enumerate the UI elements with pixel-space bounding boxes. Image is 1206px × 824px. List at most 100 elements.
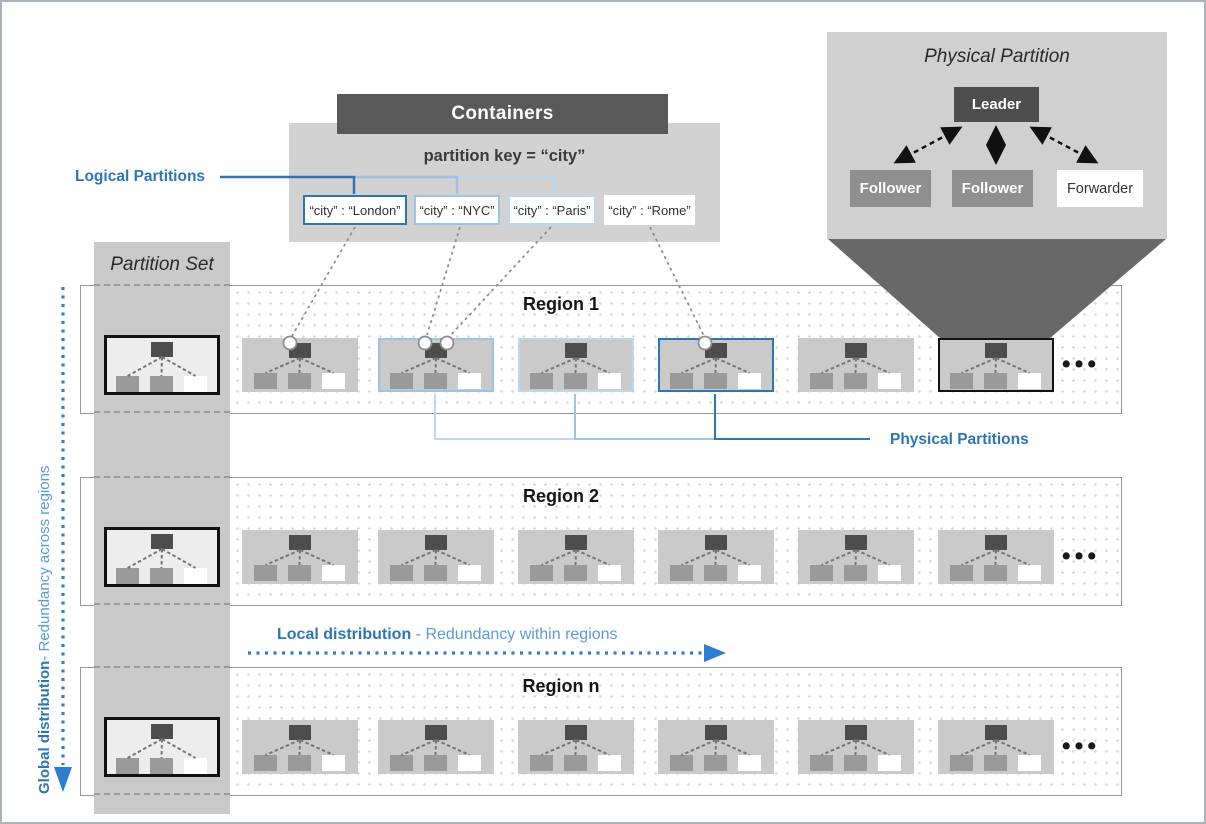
forwarder-node: Forwarder [1057,170,1143,207]
logical-partition-box: “city” : “NYC” [414,195,500,225]
forwarder-mini-node [598,755,621,771]
physical-partition-replica [242,530,358,584]
follower-mini-node [950,373,973,389]
partition-set-title: Partition Set [110,254,214,275]
follower-mini-node [670,755,693,771]
follower-node-1: Follower [850,170,931,207]
mini-replication-links [541,549,610,566]
mini-replication-links [681,739,750,756]
forwarder-mini-node [184,568,207,584]
physical-partition-replica [658,720,774,774]
follower-mini-node [254,755,277,771]
forwarder-mini-node [458,565,481,581]
logical-partitions-label: Logical Partitions [75,168,206,185]
local-distribution-arrow [248,644,726,662]
mini-replication-links [821,357,890,374]
physical-partition-replica [518,720,634,774]
follower-mini-node [254,565,277,581]
local-distribution-rest: - Redundancy within regions [411,626,618,643]
forwarder-mini-node [458,373,481,389]
forwarder-mini-node [598,565,621,581]
leader-mini-node [565,725,587,740]
leader-mini-node [289,725,311,740]
follower-mini-node [984,373,1007,389]
column-dashed-border [94,476,230,480]
forwarder-mini-node [878,373,901,389]
partition-key-label: partition key = “city” [423,147,586,165]
leader-node: Leader [954,87,1039,122]
mini-replication-links [541,739,610,756]
global-distribution-bold: Global distribution [35,660,53,794]
follower-mini-node [116,568,139,584]
mini-replication-links [265,739,334,756]
physical-partition-replica [938,720,1054,774]
region-ellipsis: ••• [1061,732,1101,760]
follower-mini-node [150,758,173,774]
follower-mini-node [150,376,173,392]
physical-partition-replica [518,530,634,584]
mini-replication-links [127,738,196,759]
leader-mini-node [985,725,1007,740]
forwarder-mini-node [878,565,901,581]
mini-replication-links [401,357,470,374]
region-title: Region n [522,676,600,696]
mini-replication-links [401,739,470,756]
mini-replication-links [821,739,890,756]
follower-mini-node [704,755,727,771]
forwarder-mini-node [738,755,761,771]
follower-mini-node [116,758,139,774]
forwarder-mini-node [598,373,621,389]
follower-mini-node [670,373,693,389]
leader-mini-node [705,725,727,740]
forwarder-mini-node [184,758,207,774]
forwarder-mini-node [322,565,345,581]
follower-mini-node [424,755,447,771]
leader-mini-node [985,343,1007,358]
mini-replication-links [961,549,1030,566]
follower-mini-node [288,565,311,581]
global-distribution-label: Global distribution - Redundancy across … [32,289,56,794]
logical-partition-box: “city” : “Paris” [508,195,596,225]
physical-partition-replica [242,338,358,392]
leader-mini-node [705,535,727,550]
follower-mini-node [564,755,587,771]
follower-mini-node [390,373,413,389]
region-title: Region 2 [522,486,599,506]
physical-partition-replica [242,720,358,774]
follower-mini-node [810,373,833,389]
column-dashed-border [94,666,230,670]
forwarder-mini-node [1018,565,1041,581]
forwarder-mini-node [322,373,345,389]
leader-mini-node [289,535,311,550]
physical-partition-replica [658,338,774,392]
mini-replication-links [681,357,750,374]
follower-mini-node [984,565,1007,581]
leader-mini-node [151,724,173,739]
forwarder-mini-node [738,373,761,389]
forwarder-mini-node [322,755,345,771]
follower-mini-node [844,565,867,581]
forwarder-mini-node [458,755,481,771]
physical-partition-replica [798,720,914,774]
column-dashed-border [94,284,230,288]
region-ellipsis: ••• [1061,350,1101,378]
follower-mini-node [984,755,1007,771]
global-distribution-rest: - Redundancy across regions [35,465,53,661]
mini-replication-links [961,739,1030,756]
follower-mini-node [116,376,139,392]
follower-mini-node [670,565,693,581]
follower-mini-node [950,755,973,771]
follower-mini-node [150,568,173,584]
follower-mini-node [390,755,413,771]
follower-mini-node [950,565,973,581]
leader-mini-node [425,535,447,550]
forwarder-mini-node [184,376,207,392]
physical-partition-replica [378,338,494,392]
leader-mini-node [845,535,867,550]
mini-replication-links [127,356,196,377]
leader-mini-node [425,725,447,740]
physical-partition-title: Physical Partition [924,46,1070,67]
region-ellipsis: ••• [1061,542,1101,570]
forwarder-mini-node [1018,373,1041,389]
local-distribution-bold: Local distribution [277,626,412,643]
